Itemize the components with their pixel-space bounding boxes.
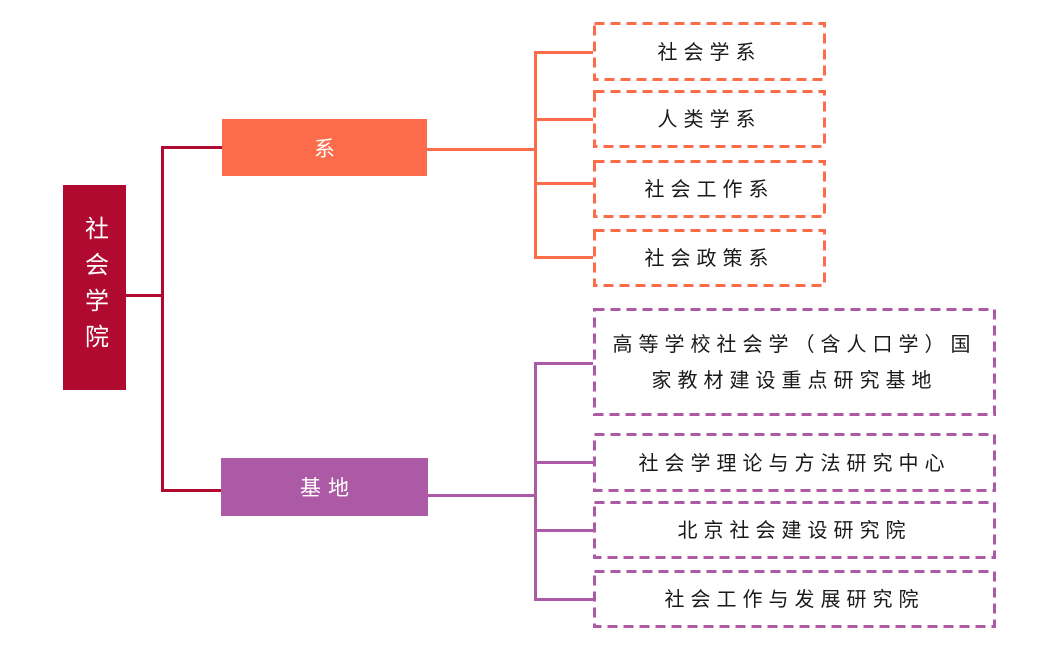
leaf-label: 社会政策系	[644, 246, 775, 270]
leaf-box-sociology-dept: 社会学系	[593, 22, 826, 81]
connector-base-leaf-4	[534, 598, 593, 601]
leaf-box-anthropology-dept: 人类学系	[593, 90, 826, 148]
dashed-border-purple	[593, 501, 996, 559]
dashed-border-purple	[593, 308, 996, 416]
branch-node-departments: 系	[222, 119, 427, 176]
connector-trunk-to-bases	[161, 489, 222, 492]
connector-base-leaf-1	[534, 362, 593, 365]
leaf-label: 社会学理论与方法研究中心	[638, 450, 951, 475]
leaf-box-social-work-dept: 社会工作系	[593, 160, 826, 218]
departments-trunk-line	[534, 51, 537, 259]
connector-dept-leaf-3	[534, 182, 593, 185]
dashed-border-purple	[593, 570, 996, 628]
connector-bases-out	[428, 494, 535, 497]
bases-trunk-line	[534, 362, 537, 601]
leaf-label: 社会工作与发展研究院	[664, 587, 925, 611]
connector-dept-leaf-4	[534, 256, 593, 259]
branch-node-departments-label: 系	[314, 136, 342, 161]
leaf-label: 社会工作系	[644, 177, 775, 201]
root-node-college: 社会学院	[63, 185, 126, 390]
connector-departments-out	[427, 148, 535, 151]
connector-trunk-to-departments	[161, 146, 222, 149]
leaf-box-social-work-development: 社会工作与发展研究院	[593, 570, 996, 628]
connector-base-leaf-3	[534, 529, 593, 532]
leaf-box-social-policy-dept: 社会政策系	[593, 229, 826, 287]
leaf-label: 北京社会建设研究院	[677, 518, 912, 542]
dashed-border-orange	[593, 22, 826, 81]
branch-node-bases: 基地	[221, 458, 428, 516]
dashed-border-purple	[593, 433, 996, 492]
leaf-box-beijing-social-construction: 北京社会建设研究院	[593, 501, 996, 559]
connector-base-leaf-2	[534, 461, 593, 464]
connector-dept-leaf-2	[534, 118, 593, 121]
connector-root-to-trunk	[126, 294, 163, 297]
connector-dept-leaf-1	[534, 51, 593, 54]
root-trunk-line	[161, 146, 164, 492]
leaf-box-national-textbook-base: 高等学校社会学（含人口学）国家教材建设重点研究基地	[593, 308, 996, 416]
leaf-box-theory-methods-center: 社会学理论与方法研究中心	[593, 433, 996, 492]
dashed-border-orange	[593, 229, 826, 287]
leaf-label: 人类学系	[657, 107, 762, 131]
dashed-border-orange	[593, 160, 826, 218]
branch-node-bases-label: 基地	[300, 476, 356, 500]
leaf-label: 社会学系	[657, 39, 762, 64]
dashed-border-orange	[593, 90, 826, 148]
root-node-label: 社会学院	[80, 215, 109, 360]
leaf-label: 高等学校社会学（含人口学）国家教材建设重点研究基地	[612, 332, 977, 392]
